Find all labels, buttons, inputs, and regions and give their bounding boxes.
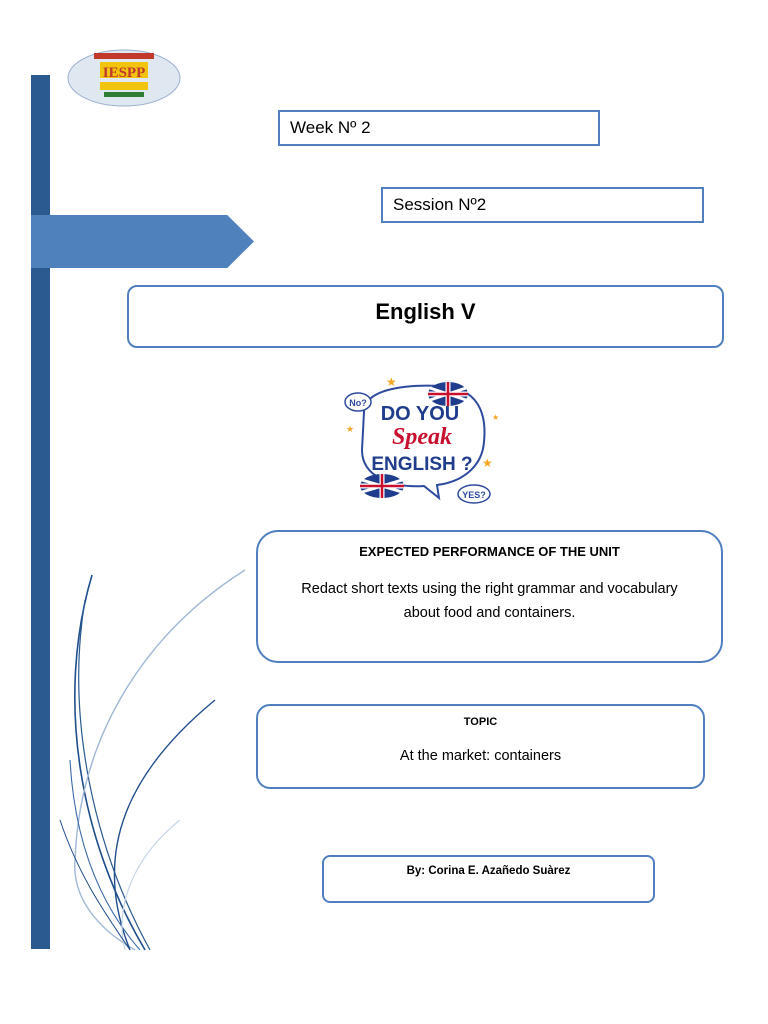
star-icon: ★: [346, 424, 354, 434]
week-box: Week Nº 2: [278, 110, 600, 146]
expected-performance-box: EXPECTED PERFORMANCE OF THE UNIT Redact …: [256, 530, 723, 663]
decorative-swoosh: [59, 569, 246, 951]
performance-body: Redact short texts using the right gramm…: [301, 581, 678, 621]
topic-heading: TOPIC: [463, 716, 498, 728]
bubble-yes: YES?: [462, 490, 486, 500]
course-title: English V: [375, 299, 476, 324]
illustration-line3: ENGLISH ?: [371, 454, 472, 475]
author-line: By: Corina E. Azañedo Suàrez: [406, 865, 571, 877]
topic-box: TOPIC At the market: containers: [256, 704, 705, 789]
session-box: Session Nº2: [381, 187, 704, 223]
author-box: By: Corina E. Azañedo Suàrez: [322, 855, 655, 903]
star-icon: ★: [482, 456, 493, 470]
institution-logo: IESPP: [67, 49, 181, 107]
session-label: Session Nº2: [393, 195, 487, 214]
topic-body: At the market: containers: [399, 748, 562, 764]
star-icon: ★: [492, 413, 499, 422]
performance-heading: EXPECTED PERFORMANCE OF THE UNIT: [359, 544, 620, 559]
star-icon: ★: [386, 375, 397, 389]
illustration-line1: DO YOU: [381, 403, 460, 425]
bubble-no: No?: [349, 398, 367, 408]
speak-english-illustration: No? YES? DO YOU Speak ENGLISH ? ★ ★ ★ ★: [344, 375, 499, 504]
illustration-line2: Speak: [392, 424, 452, 450]
logo-text: IESPP: [103, 65, 146, 81]
week-label: Week Nº 2: [290, 118, 371, 137]
course-title-box: English V: [127, 285, 724, 348]
arrow-tab: [31, 215, 254, 268]
flag-top-icon: [428, 382, 468, 406]
flag-bottom-icon: [360, 474, 404, 498]
sidebar-bar: [31, 75, 50, 949]
